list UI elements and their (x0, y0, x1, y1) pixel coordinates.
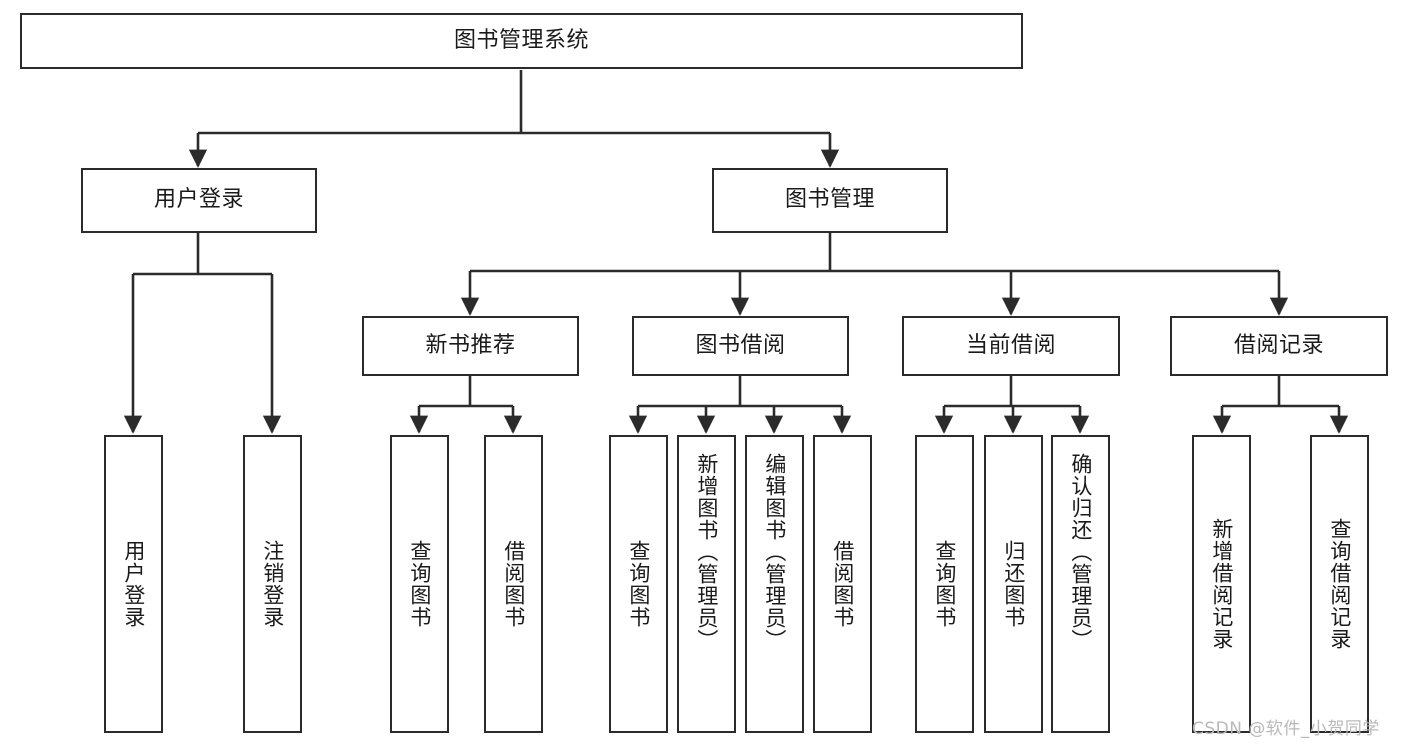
node-borrow-record-label: 借阅记录 (1233, 332, 1324, 358)
node-book-borrow-label: 图书借阅 (695, 332, 786, 358)
leaf-current-borrow-2[interactable]: 归还图书 (984, 435, 1043, 733)
leaf-new-book-1-label: 查询图书 (407, 540, 432, 628)
leaf-book-borrow-2-label: 新增图书（管理员） (694, 453, 719, 651)
leaf-new-book-2-label: 借阅图书 (501, 540, 526, 628)
leaf-user-login-1[interactable]: 用户登录 (104, 435, 163, 733)
leaf-new-book-1[interactable]: 查询图书 (390, 435, 449, 733)
node-root-label: 图书管理系统 (453, 27, 589, 53)
leaf-borrow-record-2[interactable]: 查询借阅记录 (1310, 435, 1369, 733)
leaf-book-borrow-2[interactable]: 新增图书（管理员） (677, 435, 736, 733)
node-book-borrow[interactable]: 图书借阅 (632, 316, 849, 376)
leaf-new-book-2[interactable]: 借阅图书 (484, 435, 543, 733)
leaf-current-borrow-3-label: 确认归还（管理员） (1068, 453, 1093, 651)
leaf-borrow-record-1[interactable]: 新增借阅记录 (1192, 435, 1251, 733)
leaf-borrow-record-2-label: 查询借阅记录 (1327, 518, 1352, 650)
node-new-book[interactable]: 新书推荐 (362, 316, 579, 376)
leaf-book-borrow-4-label: 借阅图书 (830, 540, 855, 628)
node-current-borrow[interactable]: 当前借阅 (902, 316, 1120, 376)
leaf-book-borrow-4[interactable]: 借阅图书 (813, 435, 872, 733)
node-new-book-label: 新书推荐 (425, 332, 516, 358)
leaf-current-borrow-1[interactable]: 查询图书 (915, 435, 974, 733)
node-user-login[interactable]: 用户登录 (81, 168, 317, 233)
leaf-current-borrow-1-label: 查询图书 (932, 540, 957, 628)
node-root[interactable]: 图书管理系统 (20, 13, 1023, 69)
node-user-login-label: 用户登录 (153, 187, 244, 213)
leaf-user-login-1-label: 用户登录 (121, 540, 146, 628)
node-book-manage-label: 图书管理 (784, 187, 875, 213)
node-borrow-record[interactable]: 借阅记录 (1170, 316, 1388, 376)
leaf-current-borrow-3[interactable]: 确认归还（管理员） (1051, 435, 1110, 733)
leaf-book-borrow-3-label: 编辑图书（管理员） (762, 453, 787, 651)
leaf-book-borrow-1-label: 查询图书 (626, 540, 651, 628)
node-book-manage[interactable]: 图书管理 (712, 168, 948, 233)
node-current-borrow-label: 当前借阅 (965, 332, 1056, 358)
leaf-borrow-record-1-label: 新增借阅记录 (1209, 518, 1234, 650)
leaf-book-borrow-1[interactable]: 查询图书 (609, 435, 668, 733)
leaf-current-borrow-2-label: 归还图书 (1001, 540, 1026, 628)
leaf-book-borrow-3[interactable]: 编辑图书（管理员） (745, 435, 804, 733)
leaf-user-login-2-label: 注销登录 (260, 540, 285, 628)
leaf-user-login-2[interactable]: 注销登录 (243, 435, 302, 733)
